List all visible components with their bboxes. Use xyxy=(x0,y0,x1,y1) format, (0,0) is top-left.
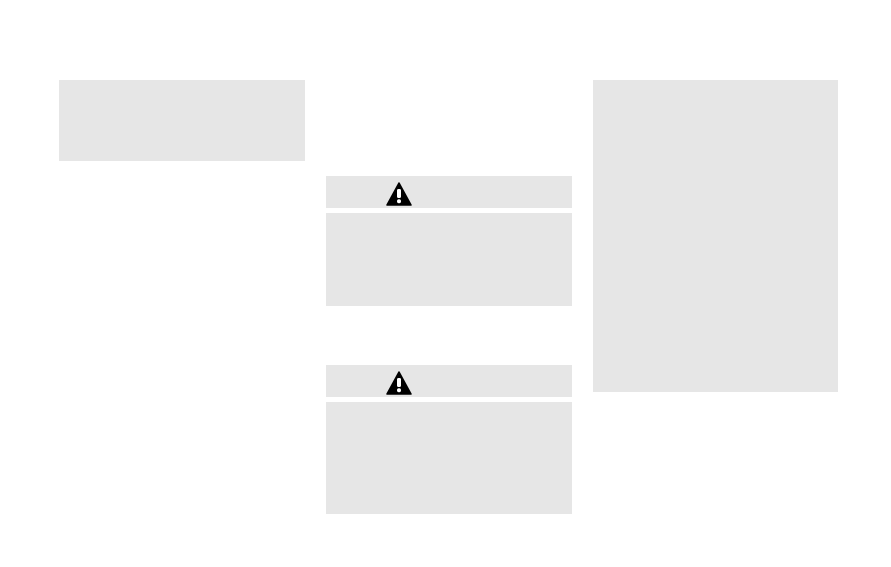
left-info-box xyxy=(59,80,305,161)
warning-body xyxy=(326,402,572,514)
warning-body xyxy=(326,213,572,306)
warning-triangle-icon xyxy=(386,182,412,206)
right-info-box xyxy=(593,80,838,392)
warning-triangle-icon xyxy=(386,371,412,395)
warning-header xyxy=(326,365,572,397)
warning-header xyxy=(326,176,572,208)
